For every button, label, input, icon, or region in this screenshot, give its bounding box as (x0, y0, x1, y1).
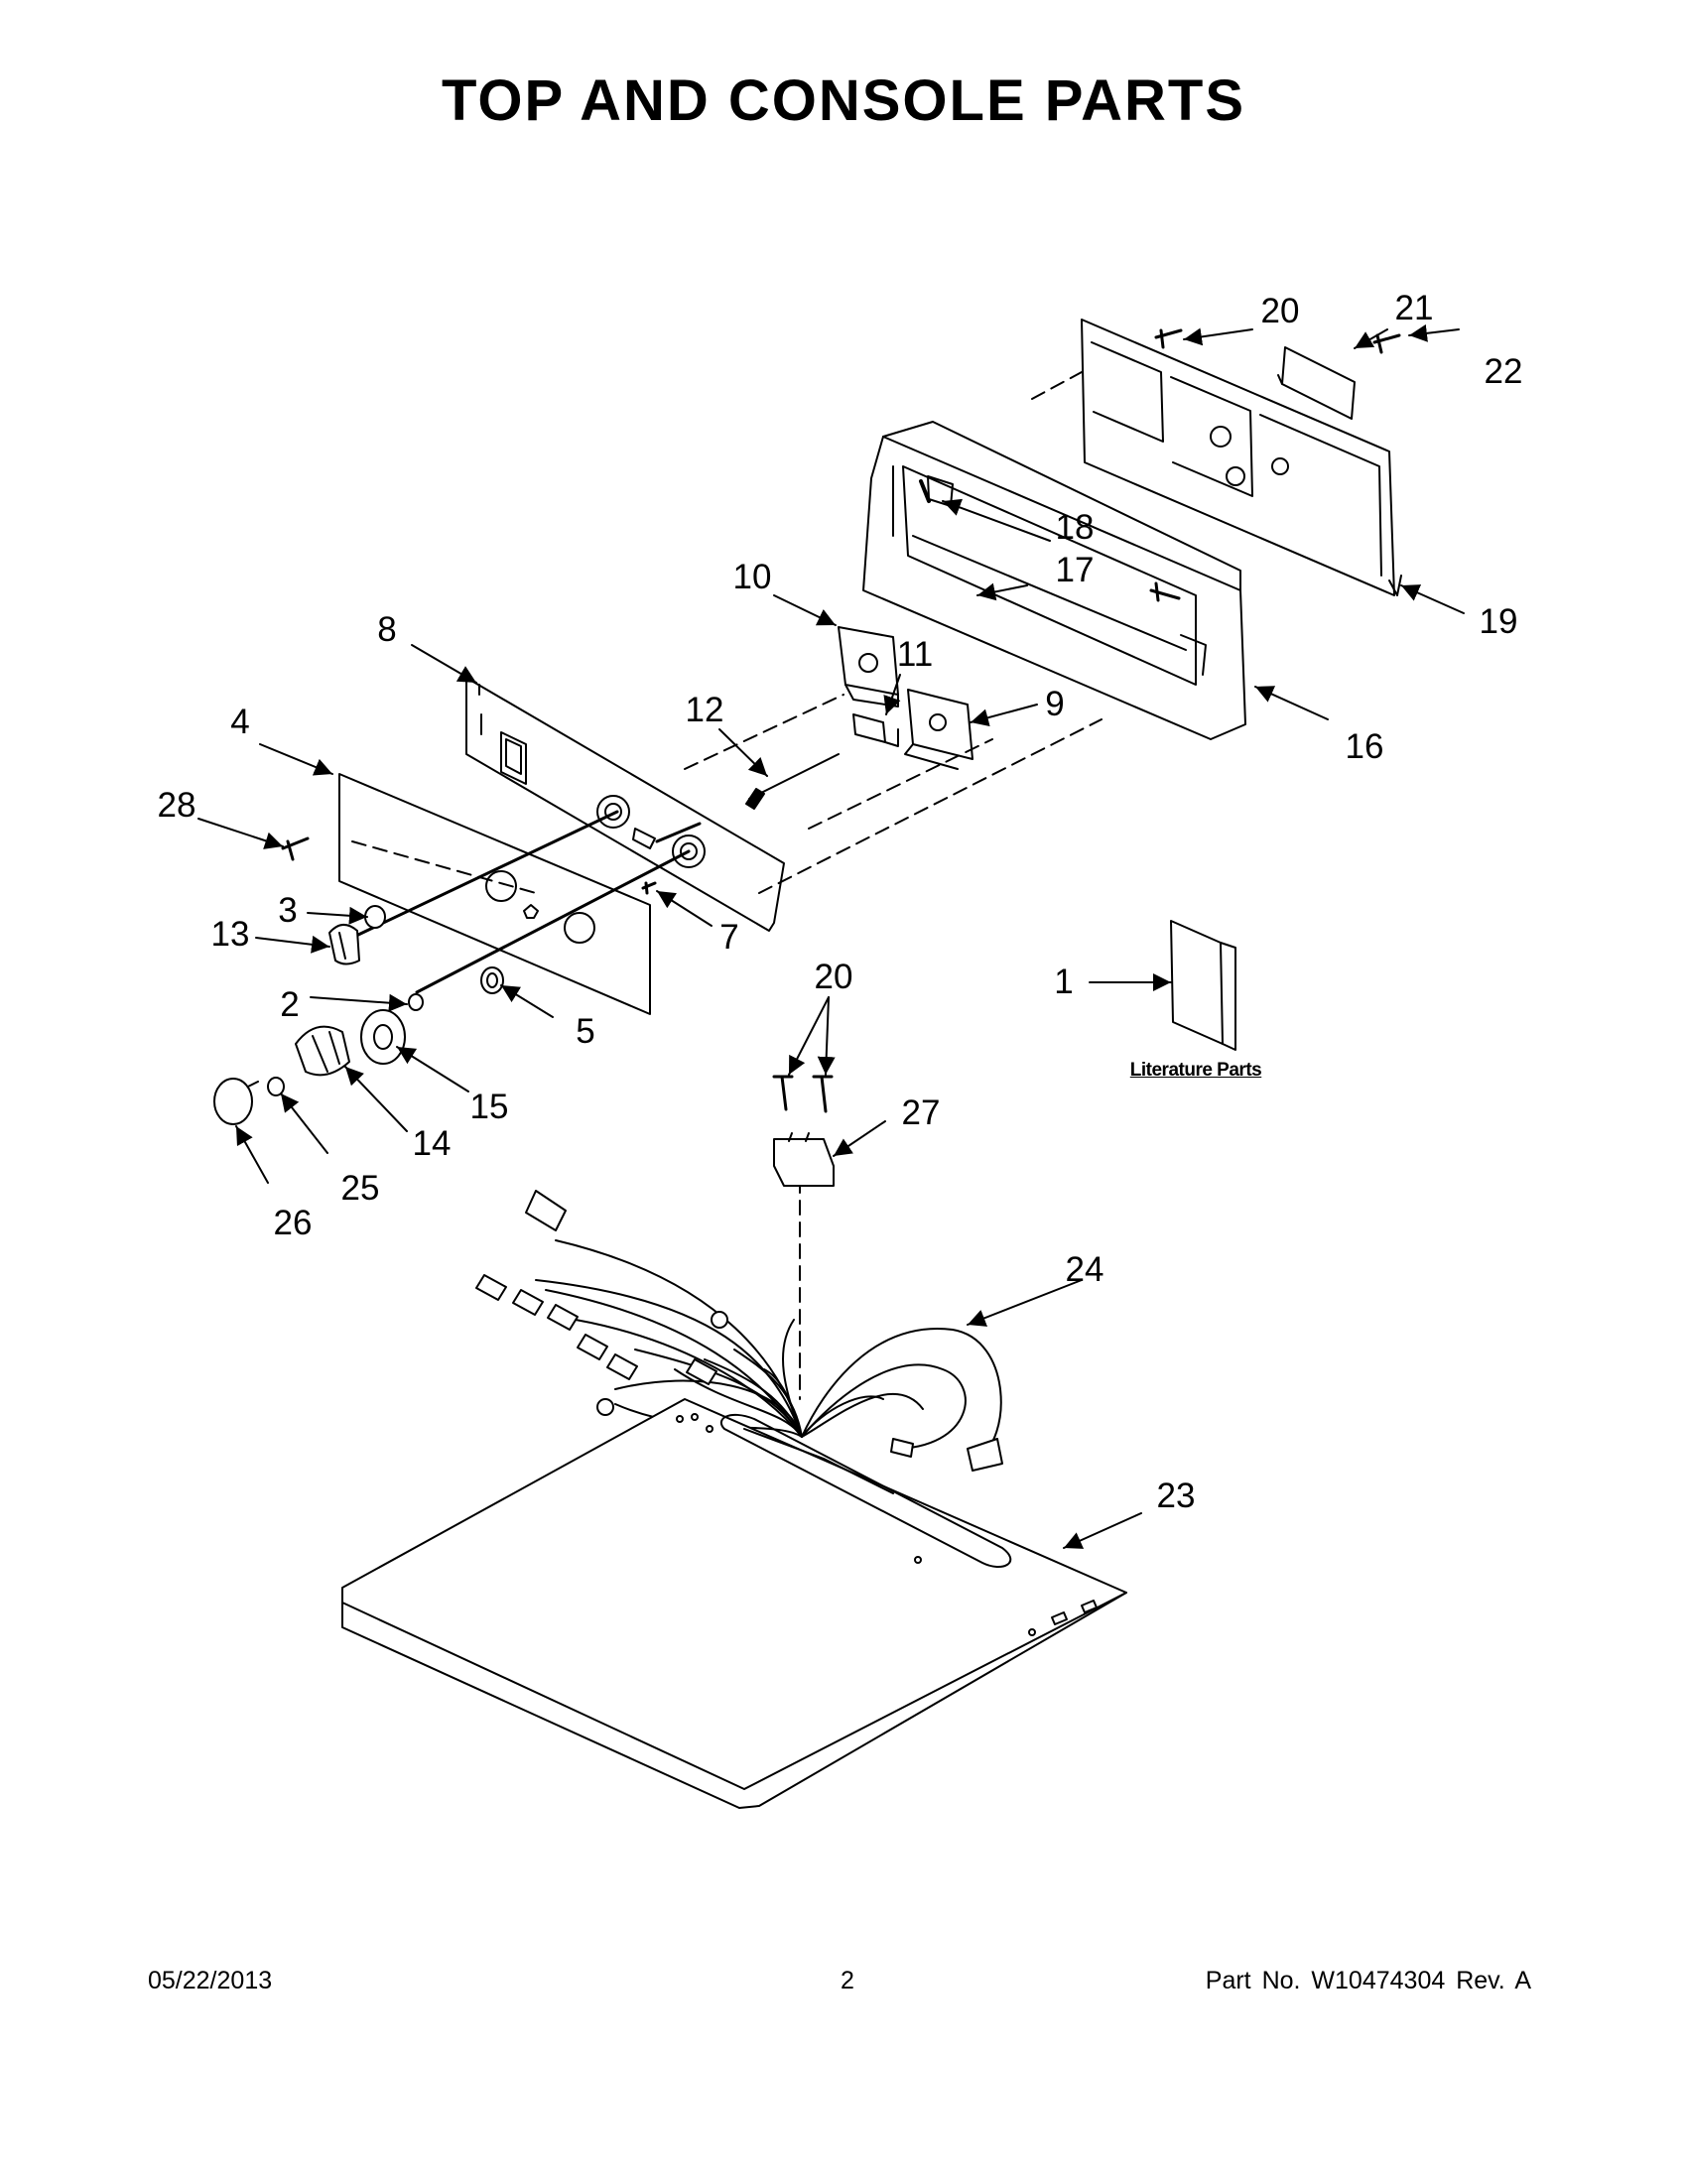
callout-13: 13 (210, 915, 250, 954)
callout-10: 10 (732, 558, 772, 596)
callout-8: 8 (377, 610, 397, 649)
timer (838, 626, 899, 707)
callout-20-top: 20 (1260, 292, 1300, 330)
switch-9 (904, 689, 973, 770)
face-decal (338, 773, 651, 1015)
wire-harness (475, 1190, 1003, 1472)
page-title: TOP AND CONSOLE PARTS (441, 68, 1246, 133)
callout-16: 16 (1345, 727, 1384, 766)
screw-18 (919, 479, 931, 503)
screw-7 (641, 881, 657, 895)
callout-9: 9 (1045, 685, 1065, 723)
callout-11: 11 (896, 635, 934, 674)
skirt-15 (360, 1009, 406, 1065)
control-panel (465, 677, 785, 932)
callout-17: 17 (1055, 551, 1095, 589)
callout-22: 22 (1484, 352, 1523, 391)
literature-booklet (1170, 920, 1236, 1051)
callout-21: 21 (1394, 289, 1434, 327)
callout-18: 18 (1055, 508, 1095, 547)
screw-center-right (812, 1075, 834, 1113)
screw-top-left (1154, 328, 1183, 349)
switch-11 (852, 713, 899, 747)
callout-2: 2 (280, 985, 300, 1024)
knob-13 (328, 924, 360, 965)
main-top-panel (341, 1398, 1127, 1809)
callout-23: 23 (1156, 1477, 1196, 1515)
callout-27: 27 (901, 1093, 941, 1132)
footer-page-number: 2 (841, 1967, 854, 1994)
small-bracket (1277, 346, 1356, 420)
callout-15: 15 (469, 1088, 509, 1126)
footer-date: 05/22/2013 (148, 1967, 273, 1994)
knob-14 (295, 1025, 350, 1077)
callout-7: 7 (719, 918, 739, 957)
callout-14: 14 (412, 1124, 452, 1163)
callout-12: 12 (685, 691, 724, 729)
clip-25 (267, 1077, 285, 1096)
footer-part-number: Part No. W10474304 Rev. A (1205, 1967, 1531, 1994)
rear-mounting-plate (1081, 319, 1402, 596)
screw-28 (281, 836, 310, 861)
callout-26: 26 (273, 1204, 313, 1242)
callout-24: 24 (1065, 1250, 1104, 1289)
callout-25: 25 (340, 1169, 380, 1208)
ring-5 (480, 966, 504, 994)
screw-bracket (1372, 333, 1401, 354)
callout-5: 5 (576, 1012, 595, 1051)
screw-17 (1149, 581, 1181, 602)
callout-20-center: 20 (814, 958, 853, 996)
cap-26 (213, 1078, 259, 1125)
callout-19: 19 (1479, 602, 1518, 641)
callout-3: 3 (278, 891, 298, 930)
screw-center-left (772, 1075, 794, 1111)
connector-12 (745, 753, 840, 810)
callout-4: 4 (230, 703, 250, 741)
literature-parts-label: Literature Parts (1129, 1060, 1262, 1081)
callout-28: 28 (157, 786, 196, 825)
callout-1: 1 (1054, 963, 1074, 1001)
terminal-block (773, 1132, 835, 1187)
spring-2 (408, 993, 424, 1011)
